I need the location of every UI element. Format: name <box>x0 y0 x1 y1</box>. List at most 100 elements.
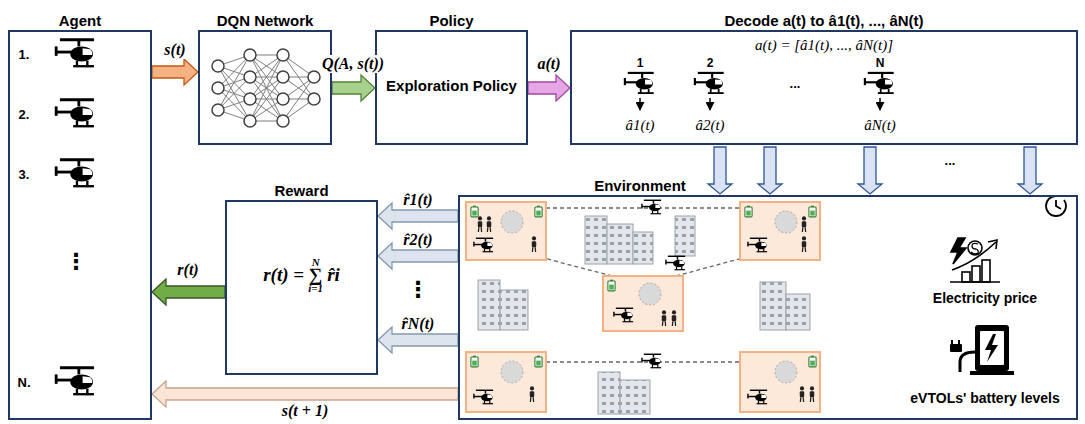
battery-icon <box>471 206 478 217</box>
electricity-price-icon <box>972 266 980 282</box>
network-neuron <box>244 71 256 83</box>
agent-helicopters <box>56 40 94 66</box>
landing-pad <box>639 283 661 305</box>
decode-helicopters <box>709 98 711 110</box>
building <box>598 372 620 414</box>
battery-icon <box>608 280 615 291</box>
agent-helicopters <box>56 100 94 126</box>
charger-icon <box>985 334 998 362</box>
battery-icon <box>809 356 816 367</box>
electricity-price-icon <box>952 242 996 270</box>
flight-route <box>536 208 750 362</box>
agent-number: 2. <box>19 107 30 122</box>
electricity-price-icon <box>950 281 1000 283</box>
city-map <box>466 200 820 414</box>
agent-number: N. <box>18 375 31 390</box>
block-arrow <box>1018 147 1042 194</box>
vertiport-helicopter <box>666 256 685 269</box>
decode-helicopters <box>625 73 654 93</box>
landing-pad <box>501 361 523 383</box>
block-arrow <box>152 279 225 305</box>
network-neuron <box>244 93 256 105</box>
edge-label: s(t) <box>162 41 187 59</box>
block-arrow <box>708 147 732 194</box>
flight-route <box>676 256 750 276</box>
charger-icon <box>975 325 1009 371</box>
network-link <box>250 55 283 121</box>
edge-label: a(t) <box>535 55 562 73</box>
sum-limit: i=1 <box>308 282 323 294</box>
agent-helicopters <box>56 368 94 394</box>
network-neuron <box>212 104 224 116</box>
building <box>633 232 653 264</box>
passenger-icon <box>478 216 482 232</box>
passenger-icon <box>487 216 491 232</box>
charger-icon <box>950 344 962 352</box>
electricity-price-icon <box>962 272 970 282</box>
flight-route <box>546 361 740 362</box>
agent-index: N <box>876 56 885 70</box>
decode-helicopters <box>879 98 881 110</box>
network-neuron <box>308 71 320 83</box>
network-neuron <box>212 60 224 72</box>
environment-panel: Environment <box>458 195 1078 420</box>
network-neuron <box>277 49 289 61</box>
vertiport <box>740 352 820 412</box>
building <box>607 224 633 264</box>
charger-icon <box>960 352 975 372</box>
passenger-icon <box>672 310 676 326</box>
clock-icon <box>1046 196 1066 216</box>
info-label: eVTOLs' battery levels <box>910 390 1059 406</box>
block-arrow <box>332 75 375 101</box>
action-label: âN(t) <box>864 117 896 134</box>
landing-pad <box>501 211 523 233</box>
agent-helicopters <box>56 40 94 394</box>
building <box>760 282 786 330</box>
network-neuron <box>277 71 289 83</box>
edge-label: s(t + 1) <box>280 402 330 420</box>
agent-number: 1. <box>19 47 30 62</box>
sum-limit: N <box>312 256 320 268</box>
battery-icon <box>535 356 542 367</box>
policy-box: PolicyExploration Policy <box>375 30 528 145</box>
box-heading: DQN Network <box>217 12 314 29</box>
edge-label: r̂N(t) <box>400 315 437 333</box>
box-text: Exploration Policy <box>377 77 526 94</box>
box-heading: Environment <box>594 177 686 194</box>
agent-number: 3. <box>19 167 30 182</box>
decode-helicopters <box>625 73 894 110</box>
decode-helicopters <box>695 73 724 93</box>
charger-icon <box>950 325 1014 375</box>
block-arrow <box>758 147 782 194</box>
electricity-price-icon <box>951 238 966 264</box>
ellipsis: ... <box>945 153 956 168</box>
vertiport <box>740 202 820 260</box>
vertiport-helicopter <box>614 308 633 321</box>
vertiport-helicopter <box>748 238 767 251</box>
passenger-icon <box>810 386 814 402</box>
box-text: r(t) = ∑ r̂i <box>227 264 376 286</box>
charger-icon <box>980 331 1004 365</box>
landing-pad <box>501 211 797 383</box>
battery-icon <box>535 206 542 217</box>
box-text: a(t) = [â1(t), ..., âN(t)] <box>572 37 1076 54</box>
vertiport-helicopter <box>474 390 493 403</box>
action-label: â1(t) <box>625 117 654 134</box>
passenger-icon <box>662 310 666 326</box>
edge-label: r(t) <box>175 261 200 279</box>
edge-label: r̂1(t) <box>401 191 434 209</box>
charger-icon <box>970 371 1014 375</box>
passenger-icon <box>532 236 536 252</box>
electricity-price-icon <box>988 240 997 249</box>
vertiport-helicopter <box>474 238 493 251</box>
edge-label: r̂2(t) <box>401 231 434 249</box>
box-heading: Reward <box>274 182 328 199</box>
box-heading: Policy <box>429 12 473 29</box>
battery-icon <box>471 206 816 367</box>
network-box: DQN Network <box>198 30 332 145</box>
clock-icon <box>1046 196 1066 216</box>
vertiport <box>603 276 683 331</box>
battery-icon <box>809 206 816 217</box>
network-link <box>250 55 283 121</box>
vertiport <box>466 352 546 412</box>
